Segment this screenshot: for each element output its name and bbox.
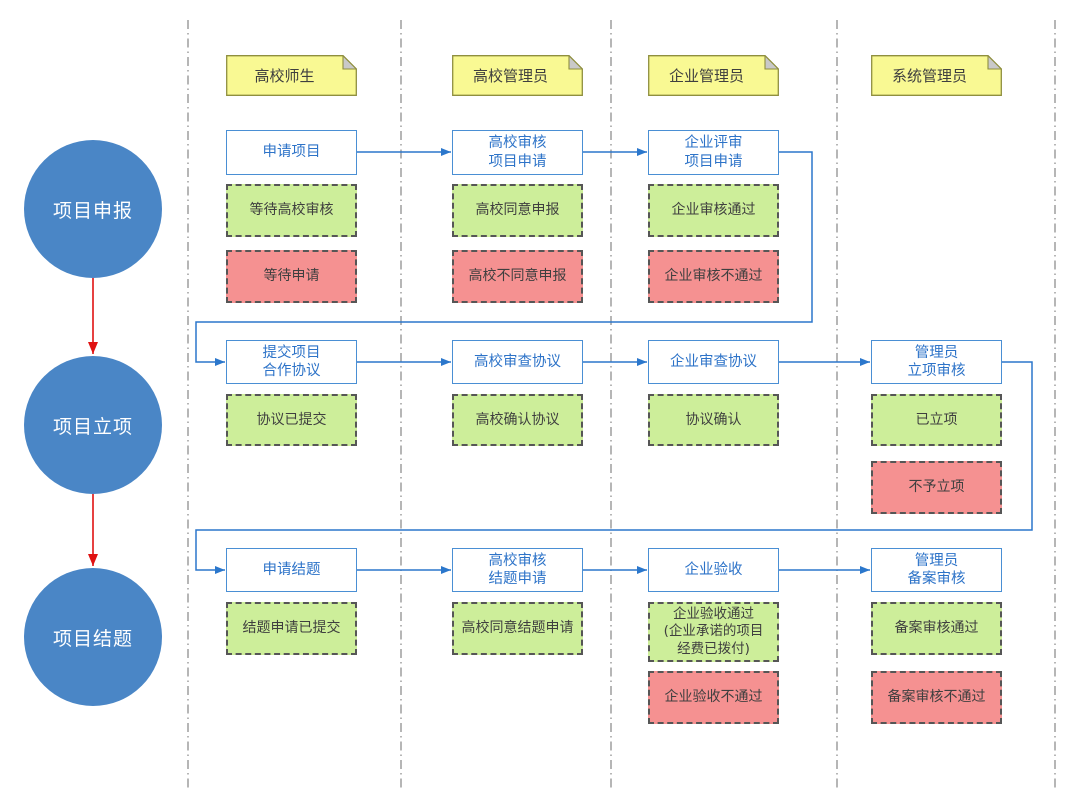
status-label: 已立项 <box>915 411 958 428</box>
phase-circle-project-completion: 项目结题 <box>24 568 162 706</box>
note-shape <box>226 55 357 96</box>
status-univ-agree-completion: 高校同意结题申请 <box>452 602 583 655</box>
status-univ-confirm-agreement: 高校确认协议 <box>452 394 583 446</box>
note-shape <box>452 55 583 96</box>
role-note-university-staff: 高校师生 <box>226 55 357 96</box>
status-label: 结题申请已提交 <box>242 620 341 637</box>
status-univ-disagree: 高校不同意申报 <box>452 250 583 303</box>
process-admin-approval: 管理员 立项审核 <box>871 340 1002 384</box>
status-label: 高校同意申报 <box>475 202 560 219</box>
status-label: 备案审核不通过 <box>887 689 986 706</box>
process-admin-record-review: 管理员 备案审核 <box>871 548 1002 592</box>
status-agreement-submitted: 协议已提交 <box>226 394 357 446</box>
role-note-label: 企业管理员 <box>668 67 744 85</box>
process-univ-review-agreement: 高校审查协议 <box>452 340 583 384</box>
process-label: 企业验收 <box>684 561 743 578</box>
process-label: 管理员 备案审核 <box>907 552 966 587</box>
status-label: 等待高校审核 <box>249 202 334 219</box>
role-note-label: 高校管理员 <box>472 67 548 85</box>
phase-circle-project-declaration: 项目申报 <box>24 140 162 278</box>
process-company-review-agreement: 企业审查协议 <box>648 340 779 384</box>
status-agreement-confirmed: 协议确认 <box>648 394 779 446</box>
status-label: 企业审核不通过 <box>664 268 763 285</box>
role-note-university-admin: 高校管理员 <box>452 55 583 96</box>
status-acceptance-fail: 企业验收不通过 <box>648 671 779 724</box>
note-shape <box>871 55 1002 96</box>
status-wait-apply: 等待申请 <box>226 250 357 303</box>
status-approved: 已立项 <box>871 394 1002 446</box>
status-record-fail: 备案审核不通过 <box>871 671 1002 724</box>
process-label: 申请项目 <box>262 144 321 161</box>
process-submit-agreement: 提交项目 合作协议 <box>226 340 357 384</box>
process-apply-completion: 申请结题 <box>226 548 357 592</box>
process-label: 高校审核 项目申请 <box>488 135 547 170</box>
process-apply-project: 申请项目 <box>226 130 357 175</box>
status-company-fail: 企业审核不通过 <box>648 250 779 303</box>
note-shape <box>648 55 779 96</box>
status-completion-submitted: 结题申请已提交 <box>226 602 357 655</box>
process-label: 提交项目 合作协议 <box>262 344 321 379</box>
process-company-review-application: 企业评审 项目申请 <box>648 130 779 175</box>
process-label: 企业评审 项目申请 <box>684 135 743 170</box>
status-label: 等待申请 <box>263 268 320 285</box>
role-note-system-admin: 系统管理员 <box>871 55 1002 96</box>
status-univ-agree: 高校同意申报 <box>452 184 583 237</box>
status-label: 企业审核通过 <box>671 202 756 219</box>
status-wait-univ-review: 等待高校审核 <box>226 184 357 237</box>
phase-label: 项目申报 <box>52 199 133 222</box>
flow-company-to-submit-agreement <box>195 151 813 366</box>
status-label: 高校确认协议 <box>475 411 560 428</box>
process-label: 企业审查协议 <box>670 353 757 370</box>
status-label: 备案审核通过 <box>894 620 979 637</box>
status-record-pass: 备案审核通过 <box>871 602 1002 655</box>
phase-label: 项目结题 <box>52 627 133 650</box>
status-not-approved: 不予立项 <box>871 461 1002 514</box>
role-note-company-admin: 企业管理员 <box>648 55 779 96</box>
process-label: 管理员 立项审核 <box>907 344 966 379</box>
process-univ-review-application: 高校审核 项目申请 <box>452 130 583 175</box>
process-label: 高校审查协议 <box>474 353 561 370</box>
status-label: 协议已提交 <box>256 411 327 428</box>
status-label: 高校同意结题申请 <box>461 620 574 637</box>
phase-circle-project-approval: 项目立项 <box>24 356 162 494</box>
flow-admin-to-apply-completion <box>195 361 1033 574</box>
role-note-label: 系统管理员 <box>891 67 967 85</box>
role-note-label: 高校师生 <box>254 67 315 85</box>
process-label: 申请结题 <box>262 561 321 578</box>
status-label: 企业验收不通过 <box>664 689 763 706</box>
phase-label: 项目立项 <box>52 415 133 438</box>
status-label: 不予立项 <box>908 479 965 496</box>
status-acceptance-pass: 企业验收通过 (企业承诺的项目 经费已拨付) <box>648 602 779 662</box>
process-label: 高校审核 结题申请 <box>488 552 547 587</box>
status-label: 高校不同意申报 <box>468 268 567 285</box>
status-company-pass: 企业审核通过 <box>648 184 779 237</box>
status-label: 企业验收通过 (企业承诺的项目 经费已拨付) <box>663 605 764 657</box>
status-label: 协议确认 <box>685 411 742 428</box>
process-company-acceptance: 企业验收 <box>648 548 779 592</box>
process-univ-review-completion: 高校审核 结题申请 <box>452 548 583 592</box>
